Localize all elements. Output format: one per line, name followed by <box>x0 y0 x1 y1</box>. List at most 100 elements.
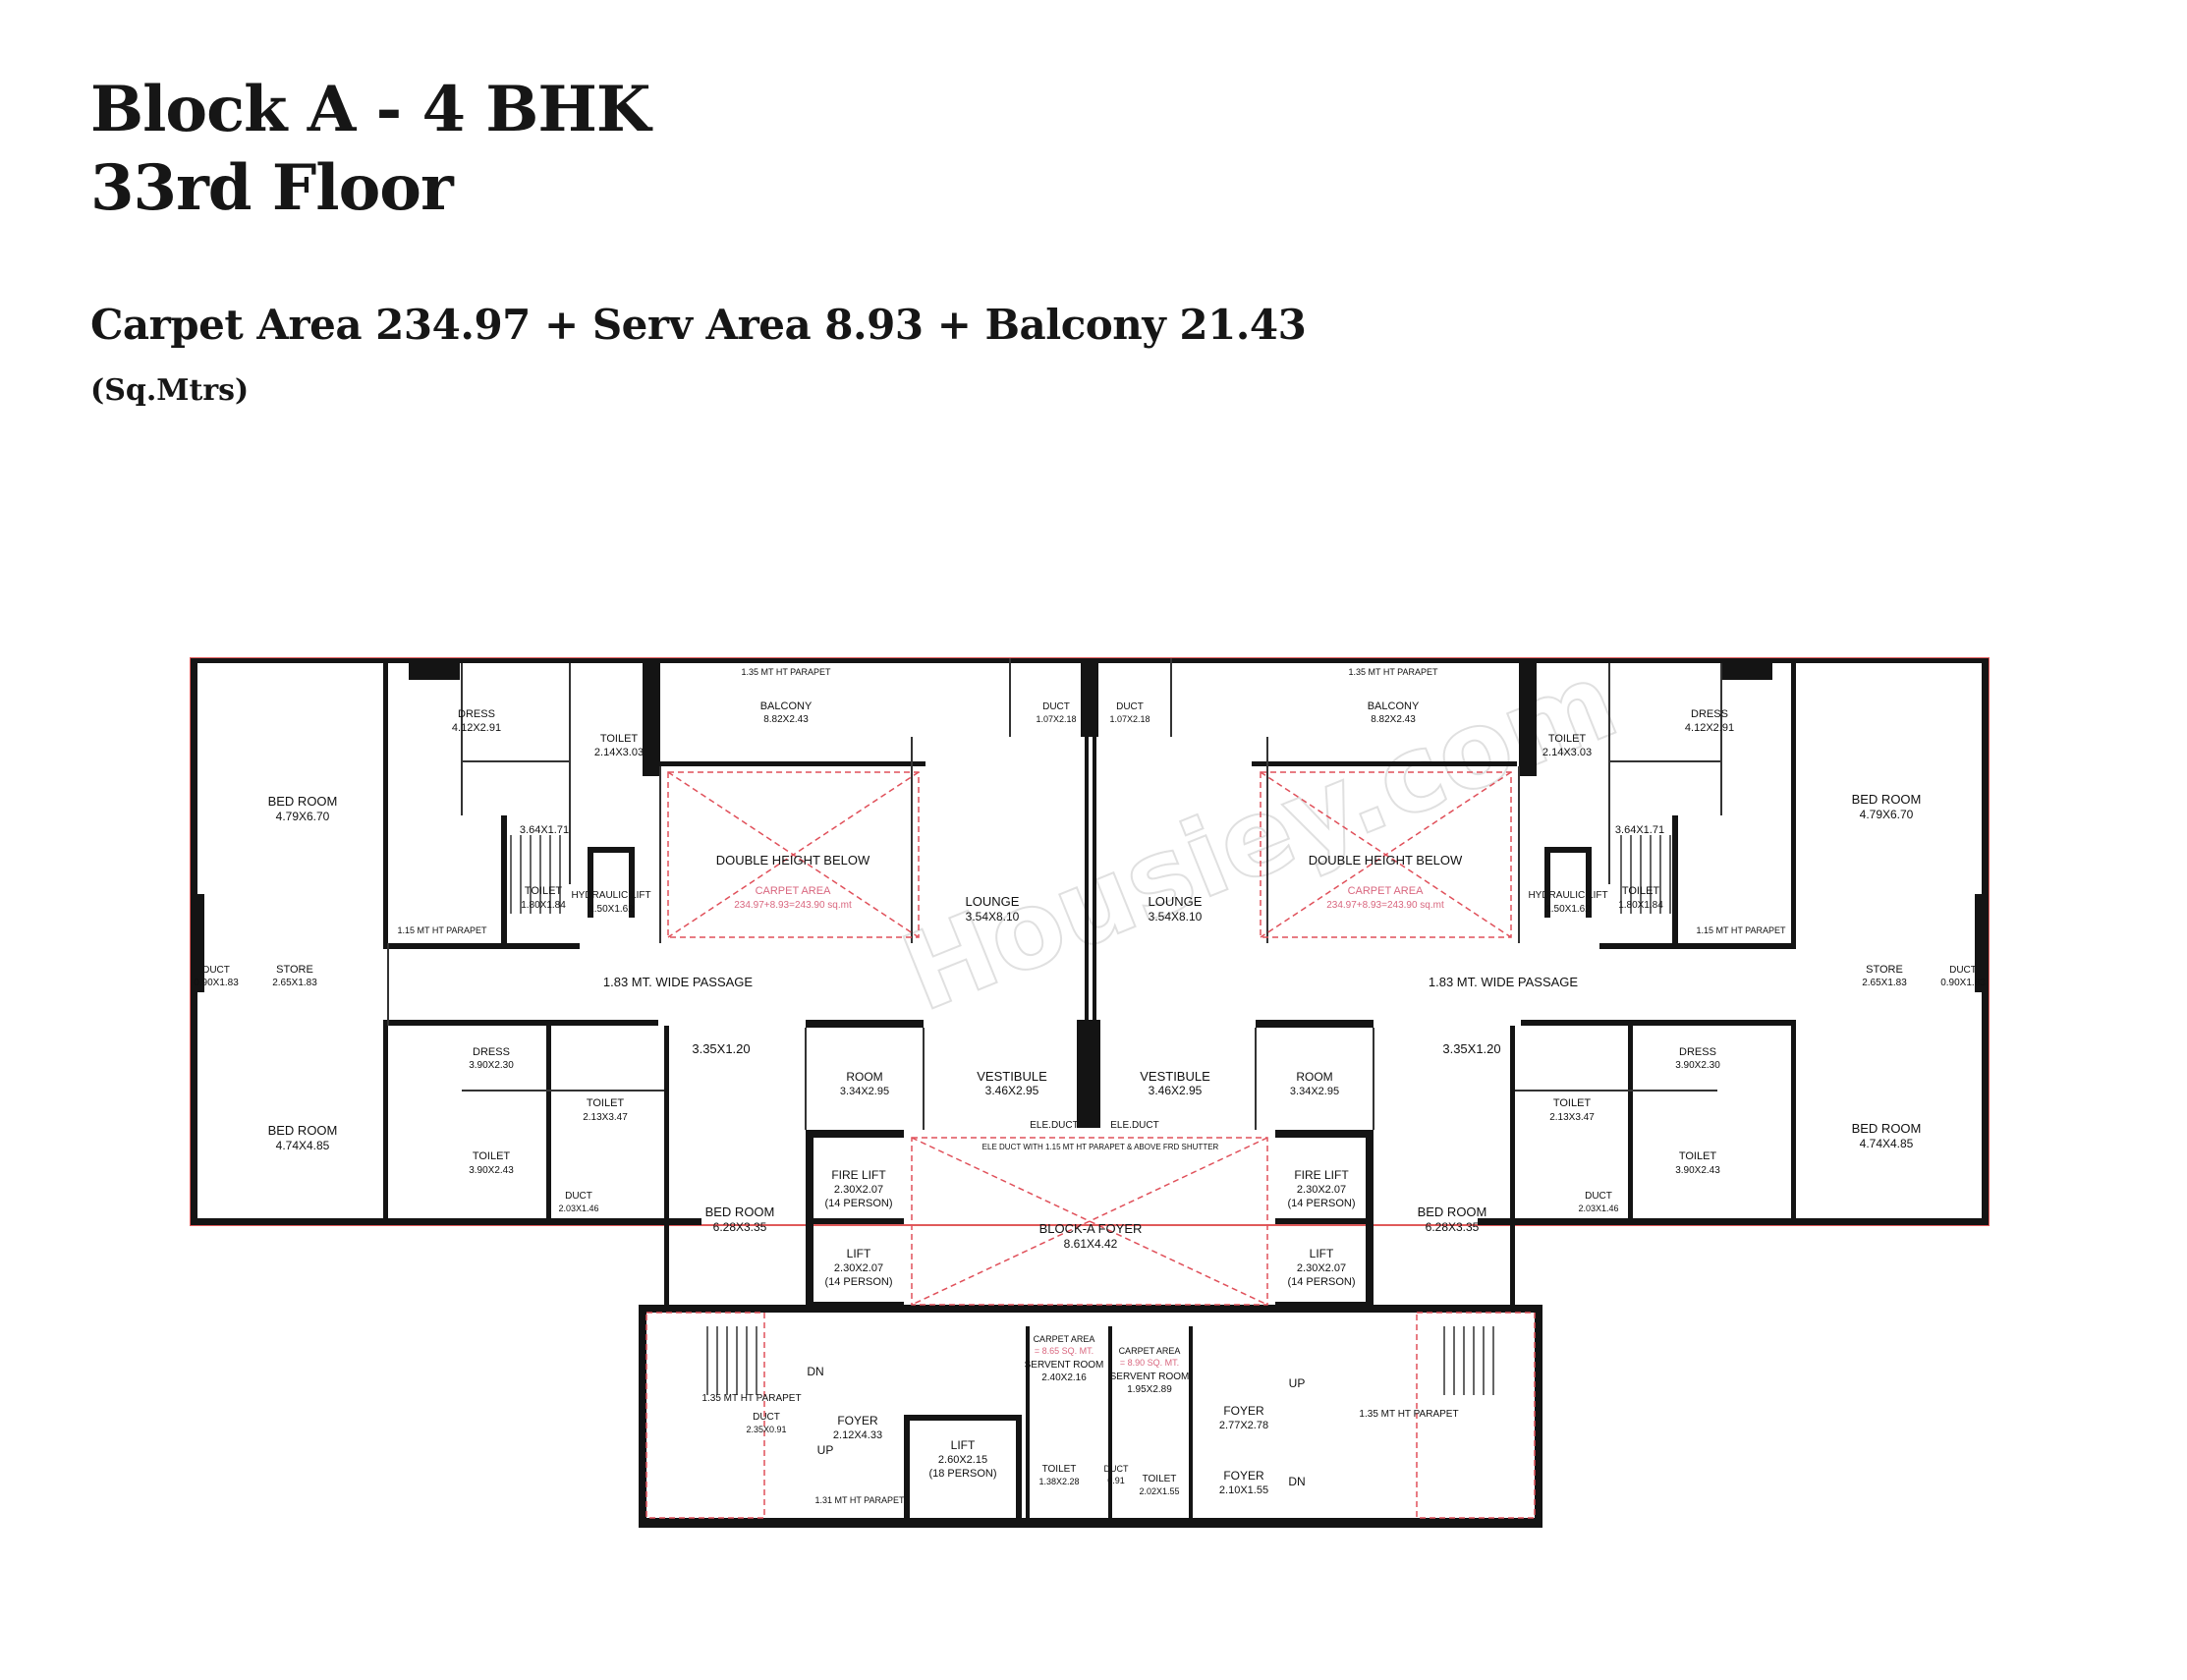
left-vestibule: VESTIBULE <box>977 1069 1047 1084</box>
walls <box>191 658 1989 1528</box>
left-balcony: BALCONY <box>760 700 813 712</box>
fire-lift-right-capacity: (14 PERSON) <box>1287 1198 1355 1209</box>
stair-dn-right: DN <box>1288 1475 1305 1488</box>
left-carpet-area: CARPET AREA <box>756 885 831 897</box>
fire-lift-capacity: (14 PERSON) <box>824 1198 892 1209</box>
right-lounge-size: 3.54X8.10 <box>1149 910 1203 924</box>
double-height-voids <box>645 771 1536 1519</box>
left-dress-2: DRESS <box>473 1046 510 1058</box>
ele-duct-right: ELE.DUCT <box>1110 1120 1158 1131</box>
right-duct-2: DUCT <box>1585 1191 1612 1202</box>
left-bed-room-2-size: 4.74X4.85 <box>276 1139 330 1152</box>
left-carpet-area-value: 234.97+8.93=243.90 sq.mt <box>734 900 852 911</box>
right-room-size: 3.34X2.95 <box>1290 1086 1339 1097</box>
left-lounge: LOUNGE <box>966 894 1020 909</box>
fire-lift-size: 2.30X2.07 <box>834 1184 883 1196</box>
servant-room-2: SERVENT ROOM <box>1110 1372 1190 1382</box>
right-dress-2-size: 3.90X2.30 <box>1675 1060 1720 1071</box>
title-line-block: Block A - 4 BHK <box>90 73 650 146</box>
right-duct: DUCT <box>1949 965 1977 976</box>
right-balcony-parapet: 1.35 MT HT PARAPET <box>1348 667 1438 677</box>
right-parapet: 1.15 MT HT PARAPET <box>1696 925 1786 935</box>
right-dress-1-size: 4.12X2.91 <box>1685 722 1734 734</box>
core-toilet-a: TOILET <box>1042 1464 1077 1475</box>
right-room: ROOM <box>1296 1070 1332 1084</box>
left-corridor: 3.64X1.71 <box>520 824 569 836</box>
area-summary: Carpet Area 234.97 + Serv Area 8.93 + Ba… <box>90 301 1307 349</box>
stair-up-right: UP <box>1289 1376 1306 1390</box>
left-toilet-2-size: 1.80X1.84 <box>521 900 566 911</box>
servant-room-1: SERVENT ROOM <box>1025 1360 1104 1371</box>
left-room: ROOM <box>846 1070 882 1084</box>
right-bed-room-3: BED ROOM <box>1418 1204 1487 1219</box>
service-lift-capacity: (18 PERSON) <box>928 1468 996 1480</box>
block-foyer-size: 8.61X4.42 <box>1064 1237 1118 1251</box>
right-corridor: 3.64X1.71 <box>1615 824 1664 836</box>
lift-left-size: 2.30X2.07 <box>834 1262 883 1274</box>
service-lift: LIFT <box>951 1438 976 1452</box>
right-bed-room-2-size: 4.74X4.85 <box>1860 1137 1914 1150</box>
left-bed-room-3: BED ROOM <box>705 1204 775 1219</box>
servant-room-2-area-value: = 8.90 SQ. MT. <box>1120 1358 1179 1368</box>
foyer-left: FOYER <box>837 1414 878 1428</box>
left-duct-size: 0.90X1.83 <box>194 978 239 988</box>
right-bed-room-3-size: 6.28X3.35 <box>1426 1220 1480 1234</box>
core: ELE.DUCT ELE.DUCT ELE DUCT WITH 1.15 MT … <box>701 1120 1458 1505</box>
right-unit: BED ROOM 4.79X6.70 DRESS 4.12X2.91 TOILE… <box>1109 667 1986 1234</box>
service-lift-size: 2.60X2.15 <box>938 1454 987 1466</box>
left-bed-room-3-size: 6.28X3.35 <box>713 1220 767 1234</box>
left-dress-1: DRESS <box>458 708 495 720</box>
right-store: STORE <box>1866 964 1903 976</box>
ele-duct-note: ELE DUCT WITH 1.15 MT HT PARAPET & ABOVE… <box>982 1143 1219 1151</box>
left-double-height: DOUBLE HEIGHT BELOW <box>716 853 870 868</box>
left-room-size: 3.34X2.95 <box>840 1086 889 1097</box>
left-duct-top: DUCT <box>1042 701 1070 712</box>
right-toilet-1-size: 2.14X3.03 <box>1542 747 1592 758</box>
right-vestibule: VESTIBULE <box>1140 1069 1210 1084</box>
left-toilet-1-size: 2.14X3.03 <box>594 747 644 758</box>
left-toilet-2: TOILET <box>525 885 563 897</box>
servant-room-2-size: 1.95X2.89 <box>1127 1384 1172 1395</box>
right-lounge: LOUNGE <box>1149 894 1203 909</box>
right-bed-room-1-size: 4.79X6.70 <box>1860 808 1914 821</box>
servant-room-1-area: CARPET AREA <box>1034 1334 1095 1344</box>
core-toilet-b-size: 2.02X1.55 <box>1139 1486 1179 1496</box>
right-duct-size: 0.90X1.83 <box>1940 978 1986 988</box>
left-unit: BED ROOM 4.79X6.70 DRESS 4.12X2.91 TOILE… <box>194 667 1076 1234</box>
left-toilet-3: TOILET <box>473 1150 511 1162</box>
area-unit: (Sq.Mtrs) <box>90 373 250 408</box>
left-toilet-3-size: 3.90X2.43 <box>469 1165 514 1176</box>
foyer-right-2: FOYER <box>1223 1469 1264 1483</box>
servant-room-1-size: 2.40X2.16 <box>1041 1372 1087 1383</box>
right-toilet-3-size: 3.90X2.43 <box>1675 1165 1720 1176</box>
stairs <box>510 835 1671 1395</box>
right-duct-2-size: 2.03X1.46 <box>1578 1204 1618 1213</box>
left-dress-1-size: 4.12X2.91 <box>452 722 501 734</box>
foyer-left-size: 2.12X4.33 <box>833 1429 882 1441</box>
right-bed-room-1: BED ROOM <box>1852 792 1922 807</box>
left-balcony-size: 8.82X2.43 <box>763 714 809 725</box>
fire-lift: FIRE LIFT <box>831 1168 886 1182</box>
left-duct: DUCT <box>202 965 230 976</box>
lift-right-size: 2.30X2.07 <box>1297 1262 1346 1274</box>
left-toilet-1: TOILET <box>600 733 639 745</box>
right-carpet-area-value: 234.97+8.93=243.90 sq.mt <box>1326 900 1444 911</box>
left-bed-room-1: BED ROOM <box>268 794 338 809</box>
left-toilet-4: TOILET <box>587 1097 625 1109</box>
fire-lift-right: FIRE LIFT <box>1294 1168 1349 1182</box>
lift-right-capacity: (14 PERSON) <box>1287 1276 1355 1288</box>
servant-room-2-area: CARPET AREA <box>1119 1346 1181 1356</box>
left-lounge-size: 3.54X8.10 <box>966 910 1020 924</box>
right-hyd-lift: HYDRAULIC LIFT <box>1528 890 1607 901</box>
lift-right: LIFT <box>1310 1247 1334 1260</box>
fire-lift-right-size: 2.30X2.07 <box>1297 1184 1346 1196</box>
right-balcony: BALCONY <box>1368 700 1420 712</box>
core-duct: DUCT <box>753 1412 780 1423</box>
stair-up-left: UP <box>817 1443 834 1457</box>
right-toilet-4-size: 2.13X3.47 <box>1549 1112 1595 1123</box>
right-double-height: DOUBLE HEIGHT BELOW <box>1309 853 1463 868</box>
right-carpet-area: CARPET AREA <box>1348 885 1424 897</box>
foyer-right-2-size: 2.10X1.55 <box>1219 1484 1268 1496</box>
right-store-size: 2.65X1.83 <box>1862 978 1907 988</box>
left-bed-room-2: BED ROOM <box>268 1123 338 1138</box>
